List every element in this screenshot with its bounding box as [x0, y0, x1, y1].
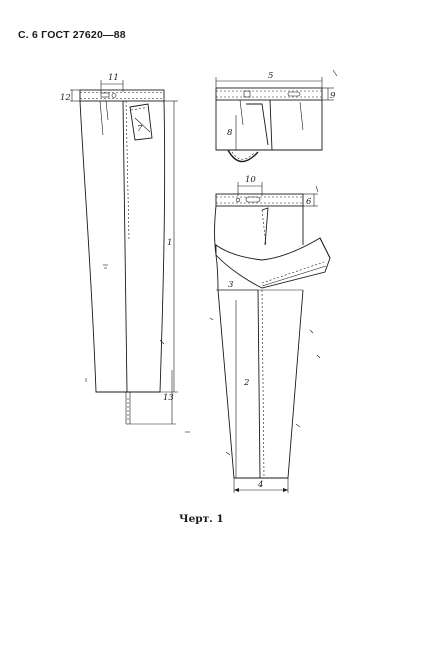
dimension-lines-a: 11 12 7 1 13: [60, 73, 190, 433]
buttonhole-side-icon: [245, 196, 261, 203]
pocket-outline: [129, 103, 153, 141]
buttonhole-icon: [287, 91, 301, 97]
open-flap: [215, 237, 331, 289]
dim-label-1: 1: [167, 238, 172, 248]
waistband-detail: [215, 87, 323, 101]
dim-label-13: 13: [163, 393, 174, 403]
dim-label-4: 4: [257, 480, 263, 490]
dimension-lines-c: 10 6 3 2 4: [216, 175, 319, 493]
dim-label-11: 11: [108, 73, 119, 83]
dim-label-12: 12: [60, 93, 71, 103]
dimension-lines-b: 5 9 8: [215, 69, 338, 150]
curved-tab: [227, 149, 259, 163]
dim-label-5: 5: [268, 71, 273, 81]
dim-label-10: 10: [245, 175, 256, 185]
dim-label-3: 3: [228, 280, 233, 290]
figure-caption: Черт. 1: [179, 513, 224, 525]
dim-label-6: 6: [306, 197, 312, 207]
dim-label-2: 2: [243, 378, 249, 388]
dim-label-8: 8: [227, 128, 233, 138]
waistband-side: [215, 193, 304, 207]
dim-label-9: 9: [330, 91, 336, 101]
trousers-side-view: [209, 193, 331, 479]
button-icon: [111, 93, 117, 98]
waistband-detail-view: [215, 87, 323, 163]
trousers-front-view: [79, 89, 166, 425]
waistband-front: [79, 89, 165, 102]
page-header: С. 6 ГОСТ 27620—88: [18, 29, 126, 41]
trousers-outline: [79, 100, 166, 393]
leg-outline: [217, 289, 304, 479]
dim-label-7: 7: [137, 124, 143, 134]
